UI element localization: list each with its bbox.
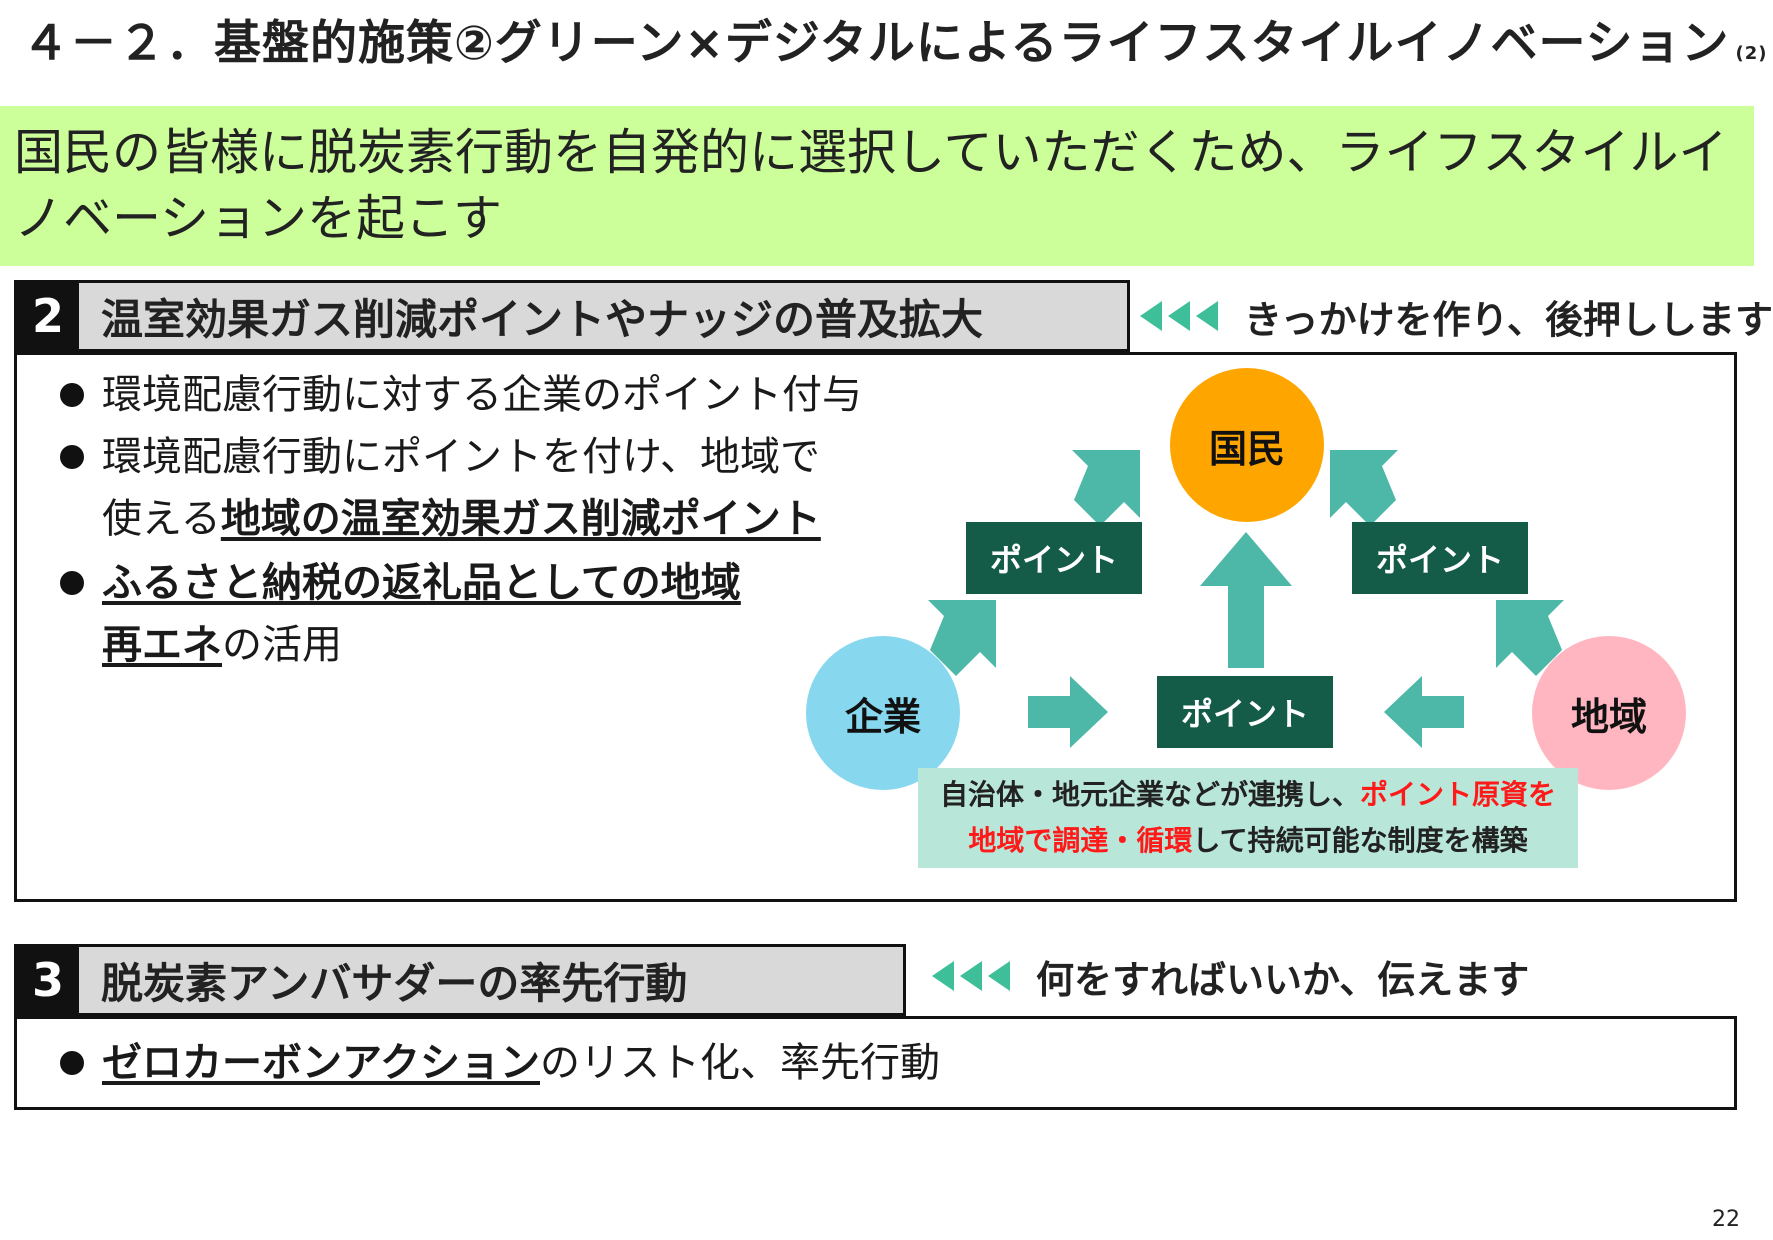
triple-arrow-icon (1140, 301, 1218, 331)
page-number: 22 (1712, 1207, 1740, 1232)
section-3-header: 3 脱炭素アンバサダーの率先行動 (14, 944, 906, 1016)
section-2-tagline-text: きっかけを作り、後押しします (1244, 297, 1773, 342)
point-box-right: ポイント (1352, 522, 1528, 594)
bullet-dot-icon (60, 445, 84, 469)
arrow-up-right-icon (928, 600, 996, 676)
node-companies: 企業 (806, 636, 960, 790)
bullet-dot-icon (60, 571, 84, 595)
point-box-center: ポイント (1157, 676, 1333, 748)
arrow-up-left-icon (1496, 600, 1564, 676)
section-3-title: 脱炭素アンバサダーの率先行動 (101, 958, 688, 1008)
bullet-text: 環境配慮行動にポイントを付け、地域で (102, 434, 820, 480)
section-3-box (14, 1016, 1737, 1110)
bullet-emphasis: ゼロカーボンアクション (102, 1040, 540, 1086)
page-title-text: ４－２．基盤的施策②グリーン×デジタルによるライフスタイルイノベーション (22, 16, 1730, 71)
note-text: 自治体・地元企業などが連携し、 (939, 778, 1360, 811)
arrow-up-right-icon (1072, 450, 1140, 526)
summary-banner: 国民の皆様に脱炭素行動を自発的に選択していただくため、ライフスタイルイノベーショ… (0, 106, 1754, 266)
bullet-dot-icon (60, 383, 84, 407)
bullet-item: ゼロカーボンアクションのリスト化、率先行動 (60, 1032, 940, 1094)
arrow-up-left-icon (1330, 450, 1398, 526)
bullet-dot-icon (60, 1051, 84, 1075)
section-2-tagline: きっかけを作り、後押しします (1140, 288, 1773, 344)
bullet-text: のリスト化、率先行動 (540, 1040, 940, 1086)
bullet-text: の活用 (222, 622, 342, 668)
bullet-item: 環境配慮行動に対する企業のポイント付与 (60, 364, 862, 426)
point-box-left: ポイント (966, 522, 1142, 594)
bullet-item: ふるさと納税の返礼品としての地域 (60, 552, 741, 614)
triple-arrow-icon (932, 961, 1010, 991)
note-text: して持続可能な制度を構築 (1192, 824, 1528, 857)
page-title: ４－２．基盤的施策②グリーン×デジタルによるライフスタイルイノベーション(2) (22, 12, 1768, 86)
section-3-tagline-text: 何をすればいいか、伝えます (1036, 957, 1530, 1002)
bullet-emphasis: ふるさと納税の返礼品としての地域 (102, 560, 741, 606)
page-title-suffix: (2) (1735, 43, 1768, 64)
bullet-text: 使える (102, 496, 221, 542)
section-3-number: 3 (17, 947, 79, 1013)
arrow-up-icon (1200, 532, 1292, 668)
section-2-header: 2 温室効果ガス削減ポイントやナッジの普及拡大 (14, 280, 1130, 352)
bullet-continuation: 再エネの活用 (102, 614, 342, 676)
arrow-left-icon (1384, 676, 1464, 748)
bullet-item: 環境配慮行動にポイントを付け、地域で (60, 426, 820, 488)
summary-banner-text: 国民の皆様に脱炭素行動を自発的に選択していただくため、ライフスタイルイノベーショ… (14, 124, 1728, 247)
bullet-text: 環境配慮行動に対する企業のポイント付与 (102, 372, 862, 418)
arrow-right-icon (1028, 676, 1108, 748)
node-citizens: 国民 (1170, 368, 1324, 522)
bullet-emphasis: 地域の温室効果ガス削減ポイント (220, 496, 821, 542)
diagram-note: 自治体・地元企業などが連携し、ポイント原資を 地域で調達・循環して持続可能な制度… (918, 768, 1578, 868)
bullet-emphasis: 再エネ (102, 622, 222, 668)
section-2-title: 温室効果ガス削減ポイントやナッジの普及拡大 (101, 294, 984, 344)
node-region: 地域 (1532, 636, 1686, 790)
section-2-number: 2 (17, 283, 79, 349)
note-emphasis: 地域で調達・循環 (968, 824, 1193, 857)
bullet-continuation: 使える地域の温室効果ガス削減ポイント (102, 488, 821, 550)
note-emphasis: ポイント原資を (1360, 778, 1557, 811)
section-3-tagline: 何をすればいいか、伝えます (932, 948, 1529, 1004)
